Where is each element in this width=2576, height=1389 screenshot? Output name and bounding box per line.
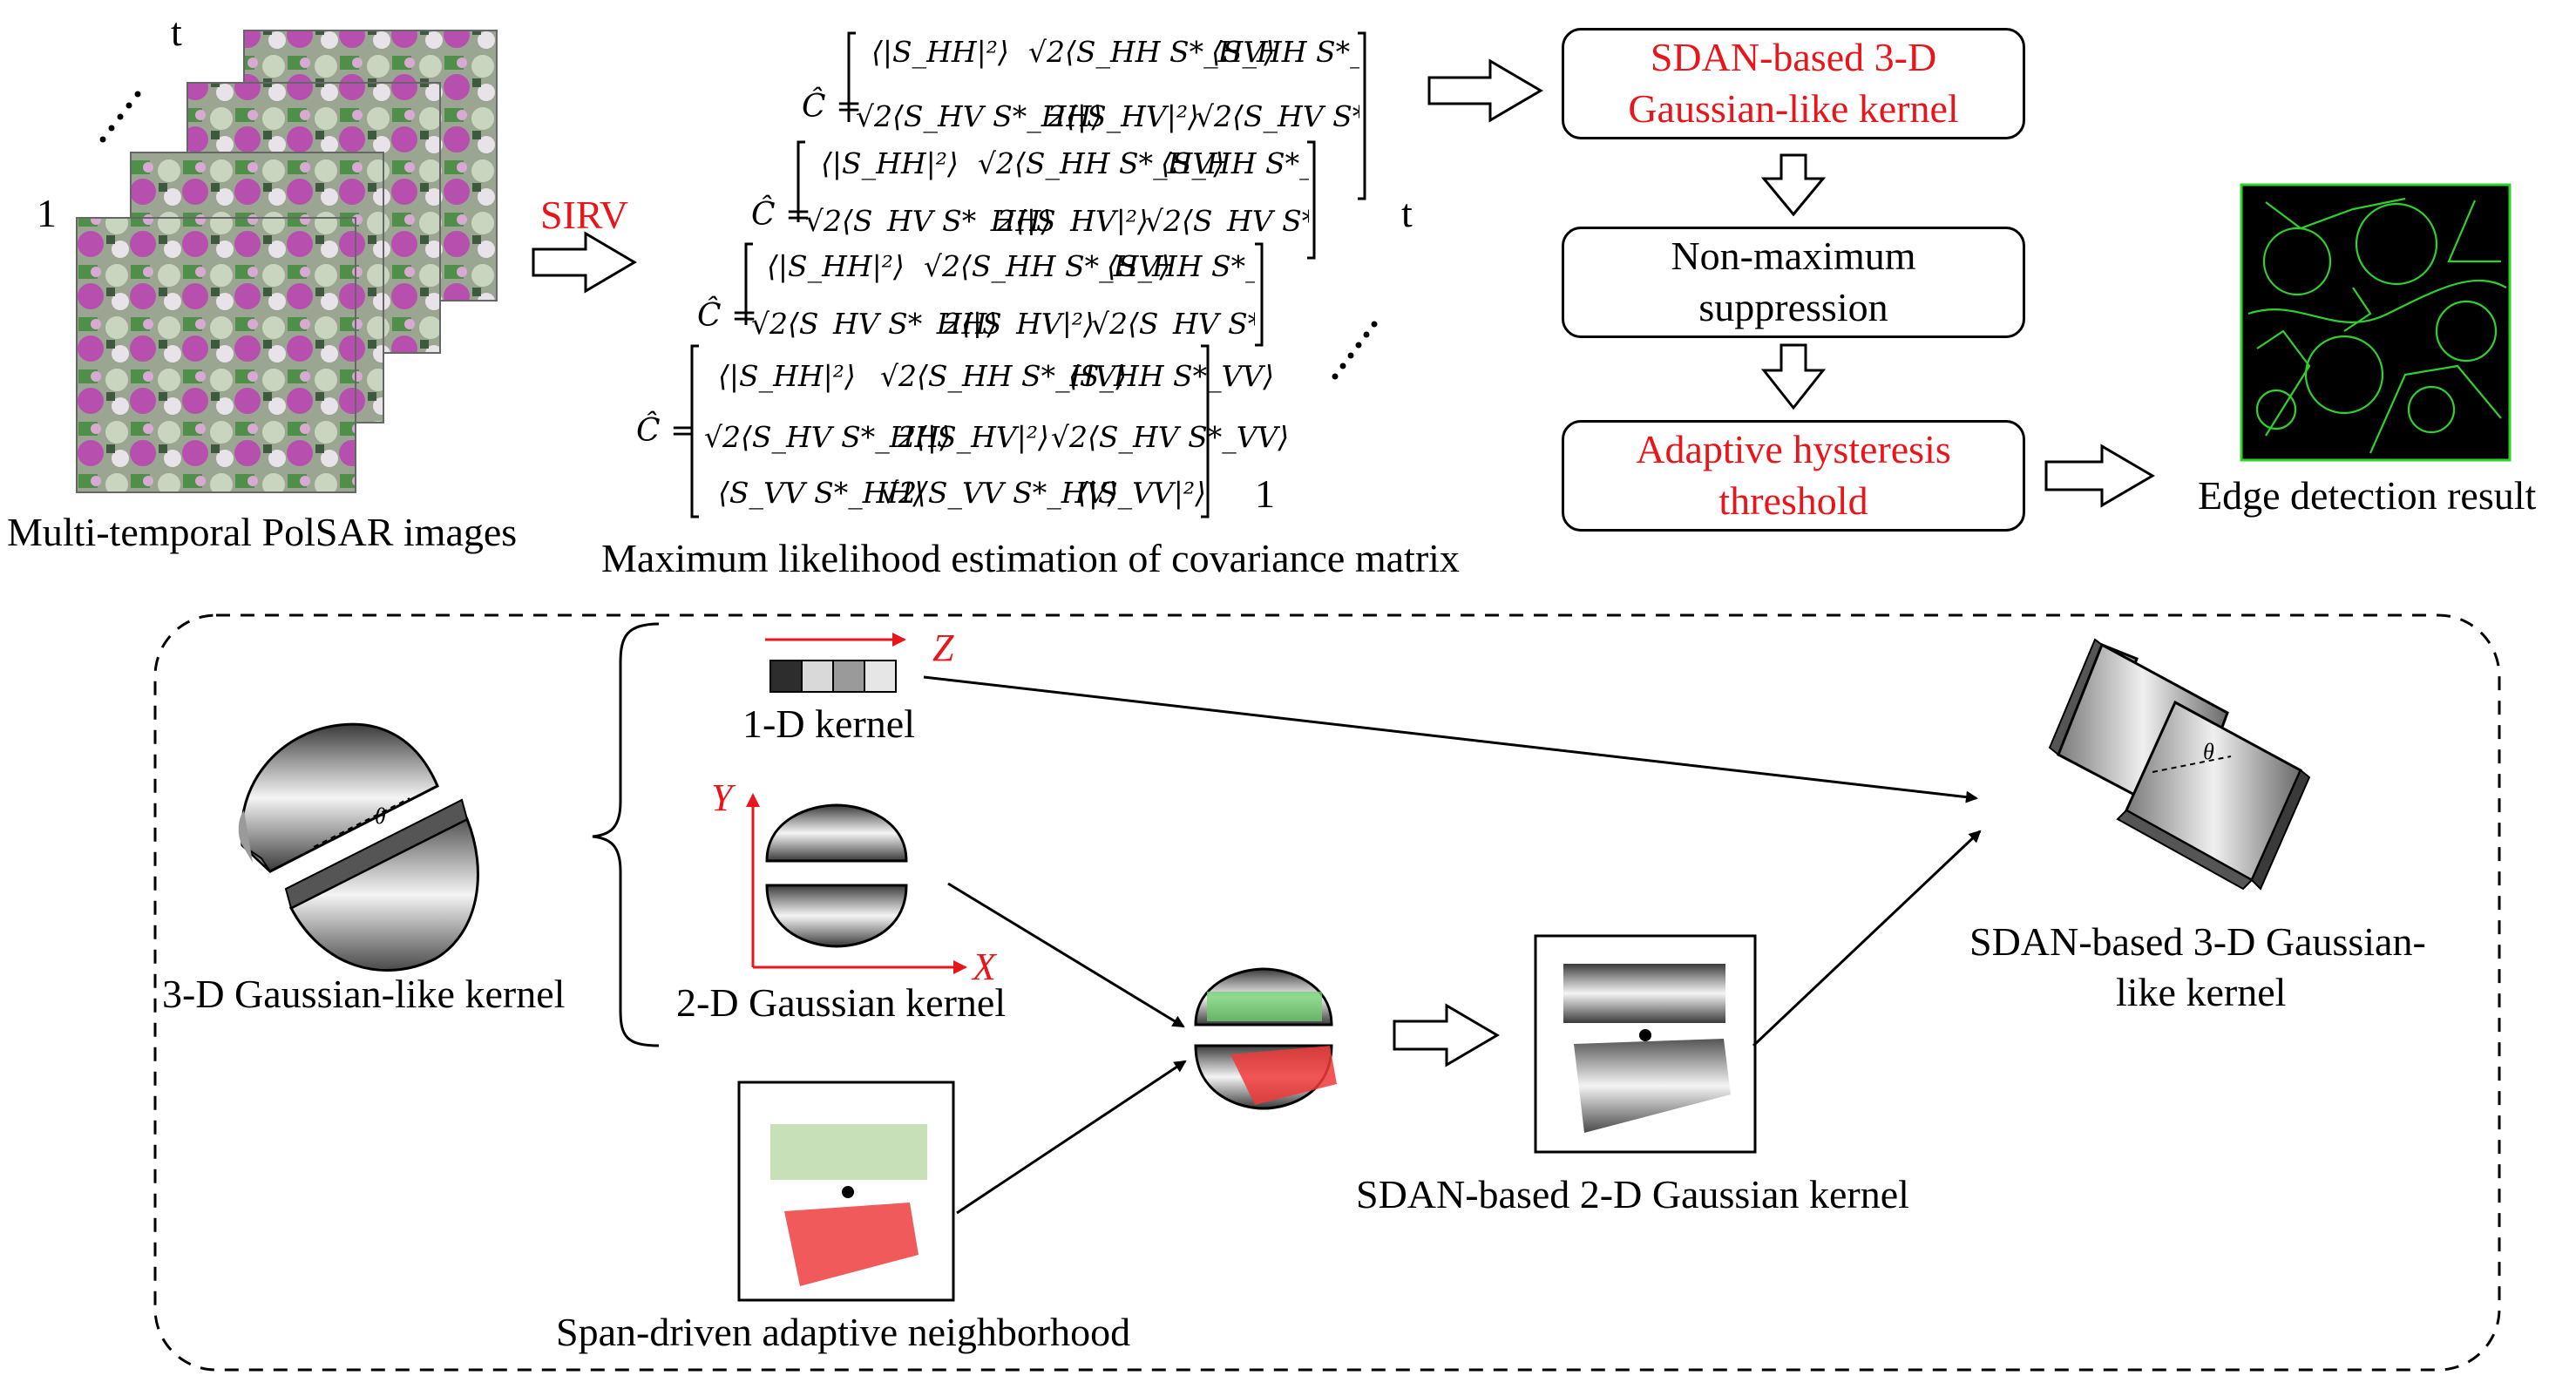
result-caption: Edge detection result	[2198, 473, 2537, 518]
matrix-r3c3: ⟨|S_VV|²⟩	[1077, 476, 1206, 510]
stack-bottom-label: 1	[37, 191, 57, 235]
arrow-2d-to-combined	[947, 882, 1185, 1028]
matrix-3-r2c3: √2⟨S_HV S*_VV⟩	[1091, 307, 1255, 338]
to-sdan2d-arrow	[1393, 1003, 1500, 1067]
pipeline-step-sdan-3d-kernel: SDAN-based 3-D Gaussian-like kernel	[1562, 28, 2025, 139]
arrow-1d-to-sdan3d	[923, 675, 1978, 803]
matrix-2-r1c3: ⟨S_HH S*_VV⟩	[1161, 146, 1309, 180]
step1-line2: Gaussian-like kernel	[1628, 86, 1959, 131]
step1-line1: SDAN-based 3-D	[1650, 35, 1937, 80]
matrix-symbol: Ĉ =	[636, 413, 697, 449]
axis-y-label: Y	[711, 776, 733, 819]
matrix-t-r1c2: √2⟨S_HH S*_HV⟩	[1028, 35, 1276, 69]
matrix-t-r2c3: √2⟨S_HV S*_VV⟩	[1196, 99, 1359, 133]
matrix-r1c1: ⟨|S_HH|²⟩	[718, 359, 856, 393]
matrix-stack-top: t	[1401, 191, 1413, 235]
matrix-r3c1: ⟨S_VV S*_HH⟩	[718, 476, 925, 510]
matrix-3-symbol: Ĉ =	[697, 298, 758, 334]
matrix-3-r2c1: √2⟨S_HV S*_HH⟩	[751, 307, 999, 338]
theta-label-3d: θ	[375, 803, 386, 829]
matrix-layer-3: Ĉ = ⟨|S_HH|²⟩ √2⟨S_HH S*_HV⟩ ⟨S_HH S*_VV…	[697, 237, 1255, 338]
down-arrow-2	[1760, 343, 1827, 410]
matrix-r1c2: √2⟨S_HH S*_HV⟩	[880, 359, 1128, 393]
matrix-t-symbol: Ĉ =	[802, 89, 863, 125]
sdan-3d-caption-line2: like kernel	[2116, 970, 2287, 1014]
axis-z-label: Z	[932, 627, 954, 669]
kernel-1d-caption: 1-D kernel	[742, 701, 915, 746]
matrix-2-r2c2: 2⟨|S_HV|²⟩	[997, 204, 1149, 235]
matrix-caption: Maximum likelihood estimation of covaria…	[601, 536, 1460, 580]
matrix-3-r1c1: ⟨|S_HH|²⟩	[767, 249, 905, 283]
step3-line1: Adaptive hysteresis	[1636, 427, 1951, 472]
matrix-layer-2: Ĉ = ⟨|S_HH|²⟩ √2⟨S_HH S*_HV⟩ ⟨S_HH S*_VV…	[751, 134, 1309, 235]
matrix-r1c3: ⟨S_HH S*_VV⟩	[1068, 359, 1275, 393]
matrix-t-r2c2: 2⟨|S_HV|²⟩	[1047, 99, 1199, 133]
matrix-3-r1c3: ⟨S_HH S*_VV⟩	[1107, 249, 1255, 283]
matrix-t-r1c1: ⟨|S_HH|²⟩	[871, 35, 1009, 69]
dashed-container	[153, 613, 2501, 1372]
theta-label-sdan: θ	[2203, 739, 2214, 764]
pipeline-step-adaptive-hysteresis: Adaptive hysteresis threshold	[1562, 420, 2025, 532]
step2-line1: Non-maximum	[1671, 234, 1916, 279]
curly-brace	[592, 622, 660, 1047]
sirv-arrow	[532, 231, 637, 294]
step2-line2: suppression	[1698, 285, 1888, 329]
sdan-3d-caption-line1: SDAN-based 3-D Gaussian-	[1969, 919, 2426, 964]
kernel-1d	[765, 633, 906, 693]
to-result-arrow	[2044, 444, 2155, 508]
matrix-r2c2: 2⟨|S_HV|²⟩	[898, 420, 1049, 454]
matrix-r3c2: √2⟨S_VV S*_HV⟩	[880, 476, 1119, 510]
sdan-3d-kernel	[2048, 638, 2311, 891]
matrix-2-r1c1: ⟨|S_HH|²⟩	[821, 146, 959, 180]
arrow-span-to-combined	[956, 1060, 1187, 1215]
span-caption: Span-driven adaptive neighborhood	[556, 1310, 1131, 1354]
stack-ellipsis-dots	[99, 91, 141, 143]
span-neighborhood	[737, 1081, 955, 1302]
arrow-sdan2d-to-sdan3d	[1752, 830, 1982, 1047]
matrix-layer-t: Ĉ = ⟨|S_HH|²⟩ √2⟨S_HH S*_HV⟩ ⟨S_HH S*_VV…	[802, 26, 1359, 138]
matrix-t-r2c1: √2⟨S_HV S*_HH⟩	[856, 99, 1103, 133]
matrix-t-r1c3: ⟨S_HH S*_VV⟩	[1211, 35, 1359, 69]
combined-kernel	[1194, 967, 1337, 1110]
polsar-image-stack	[76, 30, 498, 493]
sdan-2d-caption: SDAN-based 2-D Gaussian kernel	[1356, 1172, 1909, 1216]
down-arrow-1	[1760, 153, 1827, 217]
matrix-r2c3: √2⟨S_HV S*_VV⟩	[1051, 420, 1290, 454]
stack-top-label: t	[171, 10, 182, 54]
axis-x-label: X	[973, 945, 996, 988]
matrix-3-r1c2: √2⟨S_HH S*_HV⟩	[924, 249, 1171, 283]
matrix-brackets	[690, 31, 1366, 518]
images-caption: Multi-temporal PolSAR images	[7, 510, 518, 554]
pipeline-step-non-maximum-suppression: Non-maximum suppression	[1562, 227, 2025, 338]
edge-detection-image	[2240, 183, 2512, 462]
sirv-label: SIRV	[540, 193, 629, 237]
matrix-2-r2c1: √2⟨S_HV S*_HH⟩	[805, 204, 1053, 235]
kernel-3d-caption: 3-D Gaussian-like kernel	[162, 972, 566, 1016]
to-pipeline-arrow	[1427, 58, 1543, 123]
kernel-2d-caption: 2-D Gaussian kernel	[676, 980, 1007, 1025]
matrix-3-r2c2: 2⟨|S_HV|²⟩	[943, 307, 1095, 338]
matrix-ellipsis-dots	[1332, 321, 1378, 380]
matrix-r2c1: √2⟨S_HV S*_HH⟩	[704, 420, 952, 454]
step3-line2: threshold	[1718, 478, 1868, 523]
matrix-2-r1c2: √2⟨S_HH S*_HV⟩	[978, 146, 1225, 180]
sdan-2d-kernel	[1534, 934, 1757, 1154]
matrix-2-symbol: Ĉ =	[751, 197, 812, 233]
kernel-2d	[746, 793, 967, 974]
matrix-2-r2c3: √2⟨S_HV S*_VV⟩	[1145, 204, 1309, 235]
matrix-stack-bottom: 1	[1255, 471, 1275, 516]
kernel-3d-sphere	[238, 722, 479, 972]
